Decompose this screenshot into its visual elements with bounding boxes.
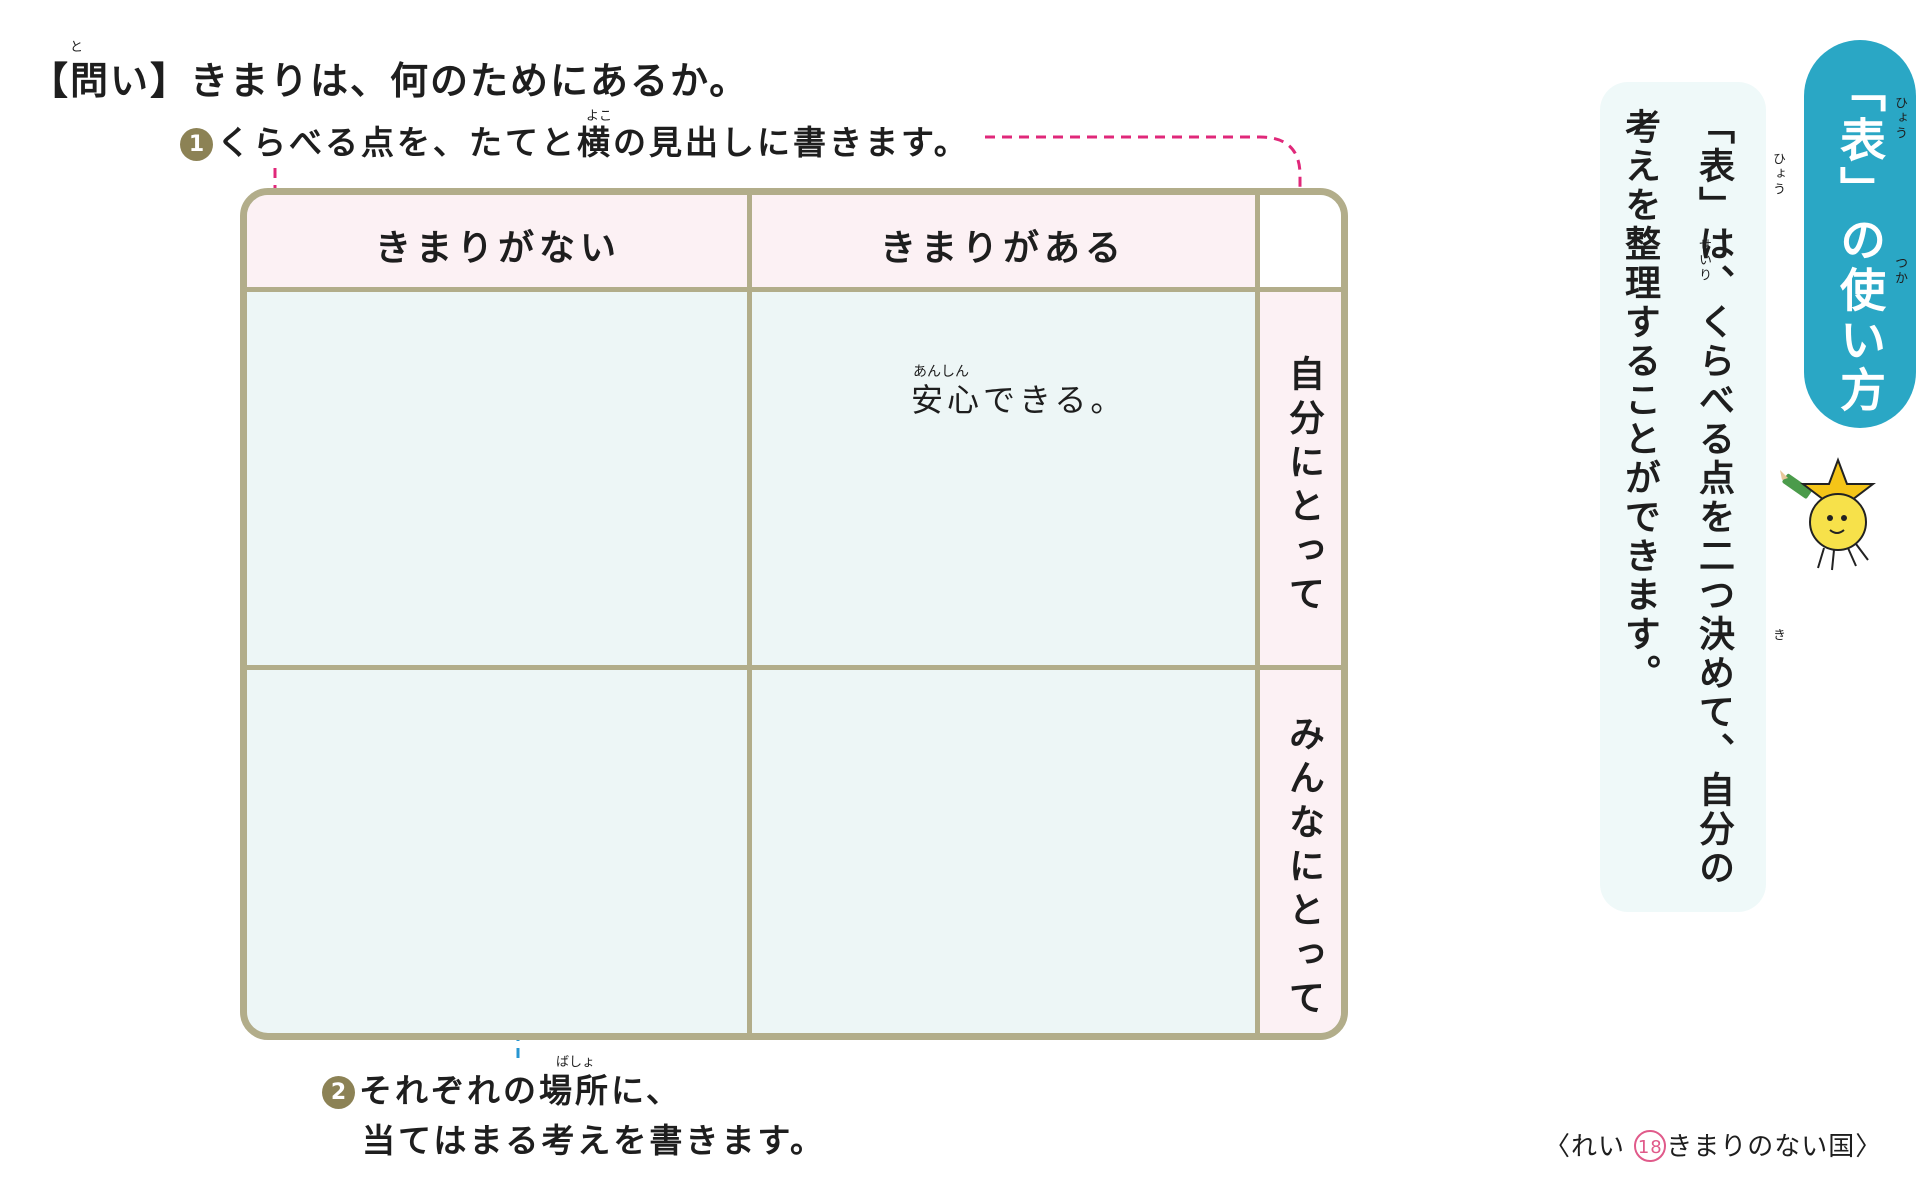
explanation-text: 「表」は、くらべる点を二つ決めて、自分の 考えを整理することができます。 <box>1619 108 1750 898</box>
cell-text-safe: 安心できる。 <box>911 381 1127 419</box>
reference-prefix: 〈れい <box>1544 1132 1626 1162</box>
step-number-badge: 1 <box>180 128 213 161</box>
column-header-cell <box>247 195 749 289</box>
table-divider <box>1255 195 1260 1033</box>
star-mascot-icon <box>1780 457 1876 571</box>
row-header-everyone: みんなにとって <box>1283 715 1324 1023</box>
comparison-table: きまりがない きまりがある 自分にとって みんなにとって あんしん 安心できる。 <box>240 188 1348 1040</box>
ruby-hyou-small: ひょう <box>1770 152 1785 197</box>
step-number-badge: 2 <box>322 1076 355 1109</box>
corner-cell <box>1257 195 1341 289</box>
reference-number: 18 <box>1634 1130 1667 1162</box>
ruby-hyou: ひょう <box>1892 96 1907 141</box>
ruby-to: と <box>70 40 84 55</box>
column-header-no-rules: きまりがない <box>375 228 622 269</box>
row-header-self: 自分にとって <box>1283 355 1324 619</box>
column-header-cell <box>749 195 1257 289</box>
panel-title: 「表」の使い方 <box>1833 66 1887 416</box>
row-header-column <box>1257 289 1341 1033</box>
pencil-icon <box>1780 470 1812 499</box>
question-heading: と 【問い】きまりは、何のためにあるか。 <box>30 40 750 105</box>
ruby-anshin: あんしん <box>913 364 969 380</box>
ruby-ki: き <box>1770 628 1785 643</box>
step-1-text: くらべる点を、たてと横の見出しに書きます。 <box>217 123 970 162</box>
ruby-basho: ばしょ <box>556 1055 596 1070</box>
column-header-with-rules: きまりがある <box>880 228 1127 269</box>
explanation-line-2: 考えを整理することができます。 <box>1619 108 1660 693</box>
table-divider <box>747 195 752 1033</box>
explanation-panel <box>1600 82 1766 912</box>
ruby-seiri: せいり <box>1696 238 1711 283</box>
title-pill <box>1804 40 1916 428</box>
reference-suffix: きまりのない国〉 <box>1666 1132 1883 1162</box>
table-divider <box>247 287 1341 292</box>
ruby-tsuka: つか <box>1892 256 1907 286</box>
step-2-line-2: 当てはまる考えを書きます。 <box>362 1121 827 1160</box>
ruby-yoko: よこ <box>586 109 613 124</box>
explanation-line-1: 「表」は、くらべる点を二つ決めて、自分の <box>1693 108 1734 888</box>
step-2-line-1: それぞれの場所に、 <box>359 1071 683 1110</box>
question-text: 【問い】きまりは、何のためにあるか。 <box>30 59 750 103</box>
table-divider <box>247 665 1341 670</box>
